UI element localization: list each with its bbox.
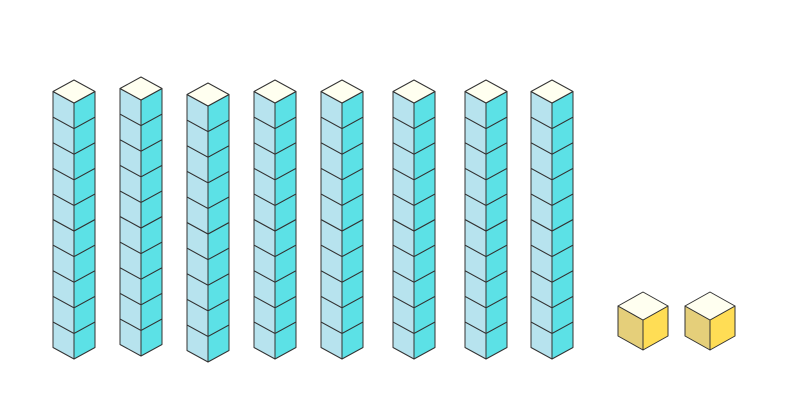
cube-top-face — [530, 79, 574, 104]
cube-top-face — [52, 79, 96, 104]
unit-cube — [684, 291, 736, 351]
ten-rod — [392, 79, 436, 360]
cube-top-face — [392, 79, 436, 104]
ten-rod — [52, 79, 96, 360]
ten-rod — [119, 76, 163, 357]
ten-rod — [186, 82, 230, 363]
ten-rod — [253, 79, 297, 360]
cube-top-face — [253, 79, 297, 104]
ten-rod — [530, 79, 574, 360]
cube-top-face — [464, 79, 508, 104]
cube-top-face — [617, 291, 669, 321]
unit-cube — [617, 291, 669, 351]
cube-top-face — [186, 82, 230, 107]
ten-rod — [320, 79, 364, 360]
ten-rod — [464, 79, 508, 360]
cube-top-face — [320, 79, 364, 104]
cube-top-face — [684, 291, 736, 321]
cube-top-face — [119, 76, 163, 101]
